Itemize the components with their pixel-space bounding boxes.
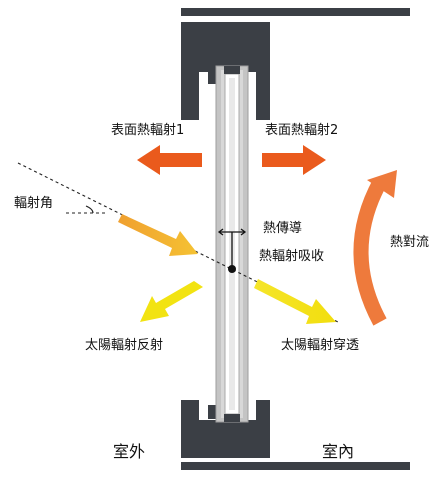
label-radiation-angle: 輻射角	[14, 196, 54, 211]
incoming-solar-arrow	[118, 214, 198, 256]
arrow-left-icon	[137, 145, 202, 175]
label-surface-radiation-1: 表面熱輻射1	[111, 123, 185, 138]
bottom-frame	[181, 400, 410, 470]
arrow-right-icon	[262, 145, 326, 175]
dimension-marker-icon	[217, 228, 247, 273]
reflected-solar-arrow	[140, 281, 203, 322]
label-solar-transmission: 太陽輻射穿透	[281, 338, 360, 353]
radiation-angle-lines	[17, 162, 339, 323]
label-surface-radiation-2: 表面熱輻射2	[265, 123, 339, 138]
top-frame	[181, 8, 410, 120]
curved-arrow-icon	[353, 170, 397, 326]
transmitted-solar-arrow	[254, 279, 336, 324]
label-indoor: 室內	[322, 442, 355, 461]
label-heat-conduction: 熱傳導	[263, 221, 303, 236]
label-outdoor: 室外	[113, 442, 146, 461]
label-radiation-absorption: 熱輻射吸收	[259, 249, 325, 264]
label-convection: 熱對流	[390, 235, 430, 250]
label-solar-reflection: 太陽輻射反射	[85, 338, 164, 353]
